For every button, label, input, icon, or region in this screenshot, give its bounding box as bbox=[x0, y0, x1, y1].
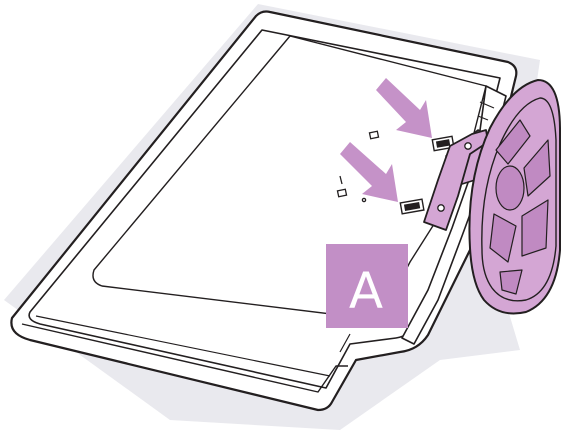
plate-screw-top bbox=[465, 143, 471, 149]
callout-letter: A bbox=[349, 262, 383, 320]
plate-screw-bottom bbox=[438, 205, 444, 211]
